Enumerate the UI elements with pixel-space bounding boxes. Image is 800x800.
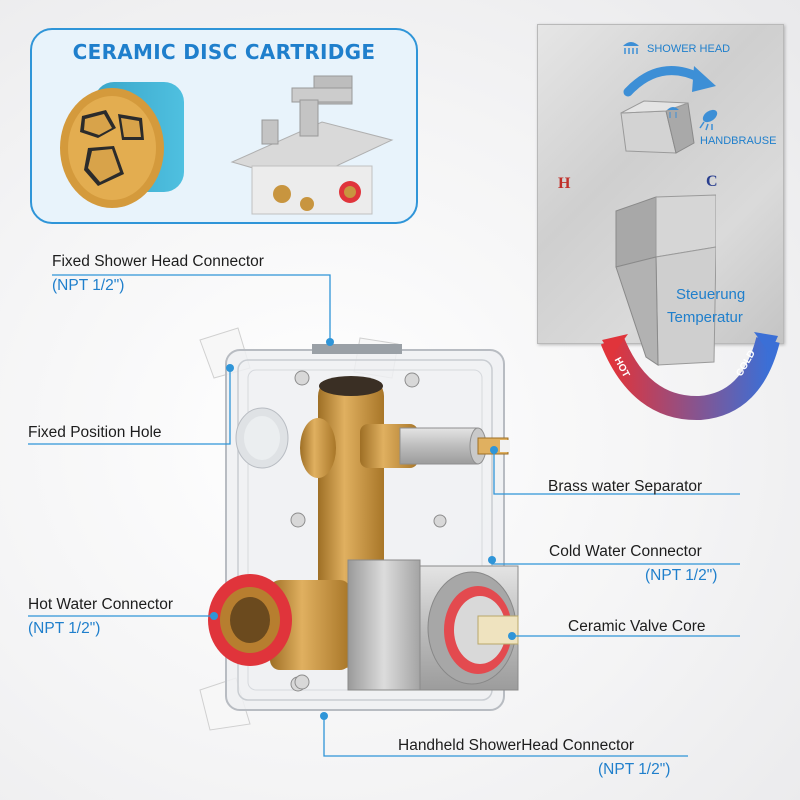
fixed-shower-head-npt: (NPT 1/2") — [52, 277, 125, 294]
fixed-shower-head-connector-label: Fixed Shower Head Connector — [52, 253, 264, 270]
control-label-line2: Temperatur — [667, 309, 743, 326]
brass-separator-stem — [360, 424, 510, 468]
handheld-showerhead-npt: (NPT 1/2") — [598, 761, 671, 778]
fixed-position-hole-label: Fixed Position Hole — [28, 424, 162, 441]
card-title: CERAMIC DISC CARTRIDGE — [72, 40, 376, 64]
hot-letter: H — [558, 175, 571, 192]
handheld-showerhead-connector-label: Handheld ShowerHead Connector — [398, 737, 635, 754]
steel-cartridge-housing — [347, 559, 519, 691]
hot-water-npt: (NPT 1/2") — [28, 620, 101, 637]
shower-head-label: SHOWER HEAD — [647, 43, 731, 55]
trim-plate — [537, 24, 784, 366]
ceramic-valve-core-label: Ceramic Valve Core — [568, 618, 706, 635]
handbrause-label: HANDBRAUSE — [700, 135, 777, 147]
valve-assembly-image — [230, 75, 394, 215]
hot-water-inlet — [208, 574, 292, 666]
hot-water-connector-label: Hot Water Connector — [28, 596, 174, 613]
diverter-handle[interactable] — [616, 93, 696, 163]
brass-water-separator-label: Brass water Separator — [548, 478, 703, 495]
cold-water-npt: (NPT 1/2") — [645, 567, 718, 584]
cold-letter: C — [706, 173, 718, 190]
ceramic-disc-cartridge-card: CERAMIC DISC CARTRIDGE — [30, 28, 418, 224]
cartridge-image — [60, 82, 184, 208]
control-label-line1: Steuerung — [676, 286, 746, 303]
cold-water-connector-label: Cold Water Connector — [549, 543, 702, 560]
